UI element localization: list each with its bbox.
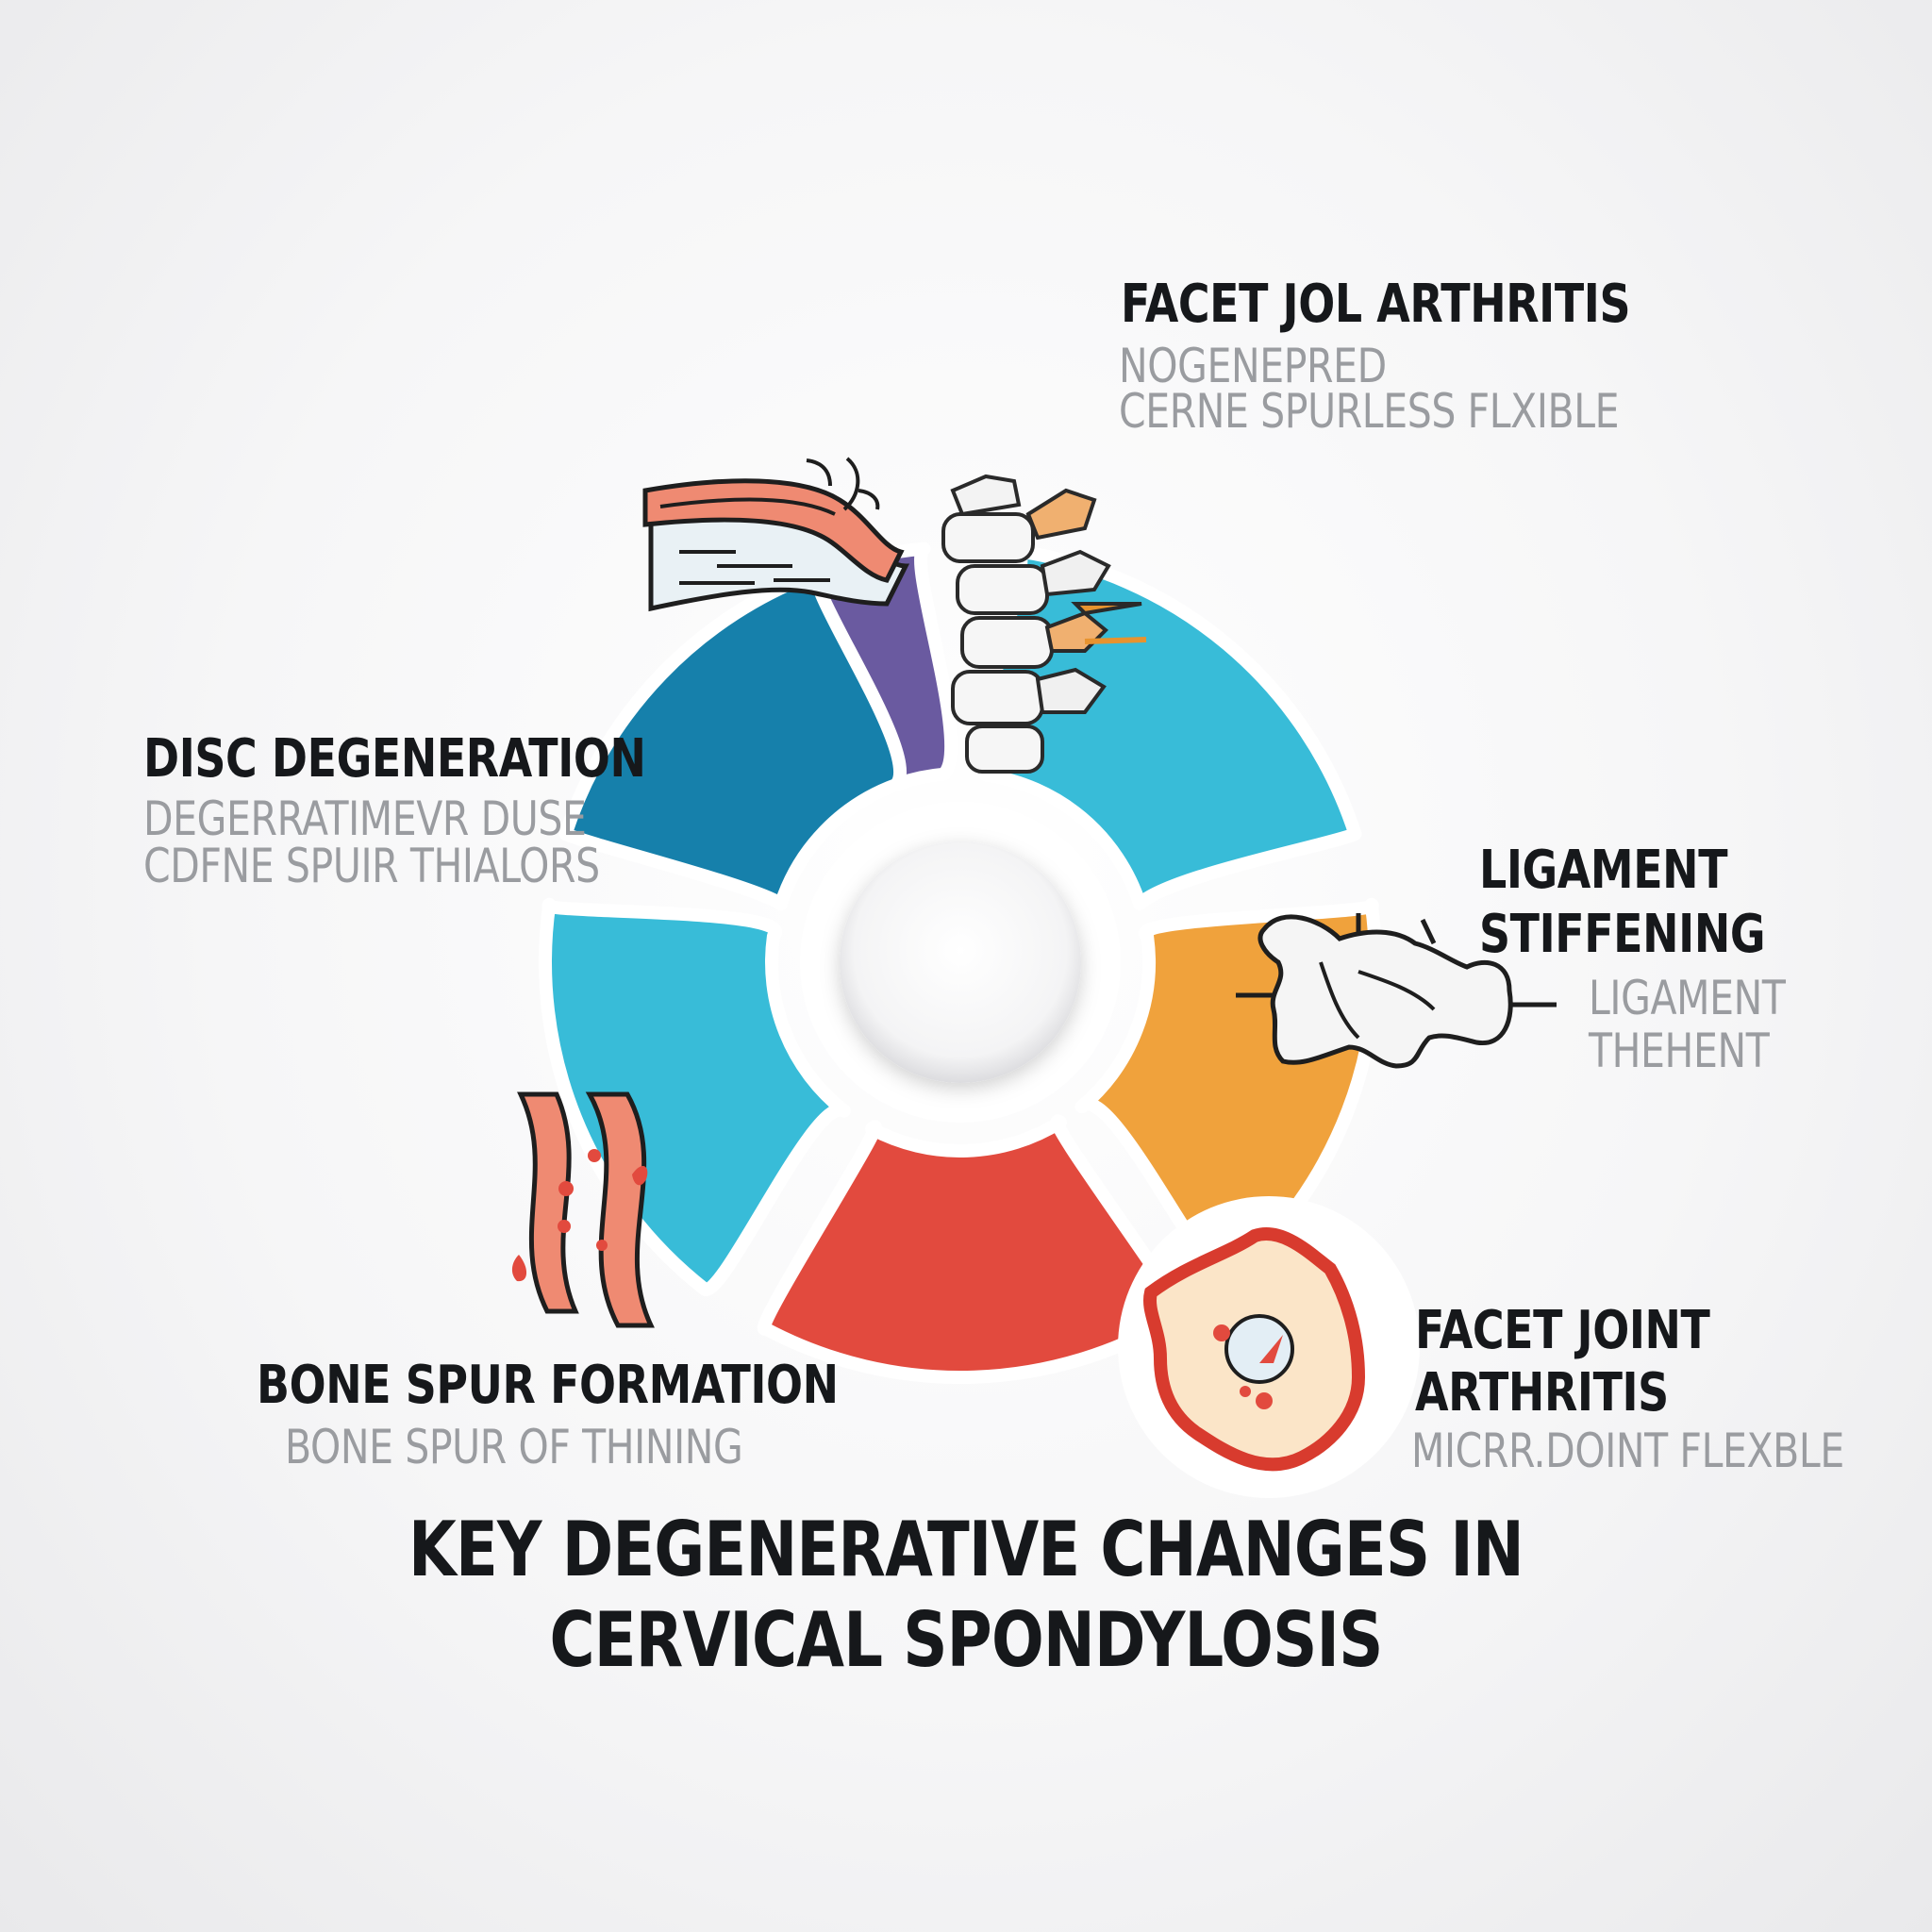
facet-top-line1: NOGENEPRED [1119, 339, 1387, 393]
bone-spur-heading: BONE SPUR FORMATION [257, 1355, 839, 1416]
segment-red [757, 1114, 1189, 1384]
facet-top-heading: FACET JOL ARTHRITIS [1121, 274, 1631, 335]
center-disc [840, 841, 1081, 1083]
facet-bottom-heading-2: ARTHRITIS [1415, 1362, 1669, 1424]
facet-top-line2: CERNE SPURLESS FLXIBLE [1119, 384, 1620, 439]
title-line-2: CERVICAL SPONDYLOSIS [549, 1596, 1383, 1684]
facet-bottom-heading-1: FACET JOINT [1415, 1300, 1710, 1361]
inflamed-joint-icon [1118, 1196, 1420, 1498]
ligament-heading-2: STIFFENING [1479, 904, 1766, 965]
disc-line1: DEGERRATIMEVR DUSE [143, 791, 587, 846]
ligament-line2: THEHENT [1589, 1024, 1770, 1078]
ligament-line1: LIGAMENT [1589, 971, 1786, 1025]
page-title: KEY DEGENERATIVE CHANGES IN CERVICAL SPO… [0, 1505, 1932, 1686]
title-line-1: KEY DEGENERATIVE CHANGES IN [408, 1506, 1524, 1593]
ligament-bone-icon [1236, 913, 1557, 1069]
spine-vertebrae-icon [941, 474, 1147, 774]
blood-vessel-icon [511, 1091, 655, 1328]
facet-bottom-line1: MICRR.DOINT FLEXBLE [1411, 1424, 1844, 1478]
disc-heading: DISC DEGENERATION [143, 728, 646, 790]
ligament-heading-1: LIGAMENT [1479, 840, 1728, 901]
disc-line2: CDFNE SPUIR THIALORS [143, 839, 600, 893]
segment-blue [558, 565, 907, 911]
disc-degeneration-icon [642, 457, 910, 612]
bone-spur-line1: BONE SPUR OF THINING [285, 1420, 743, 1474]
